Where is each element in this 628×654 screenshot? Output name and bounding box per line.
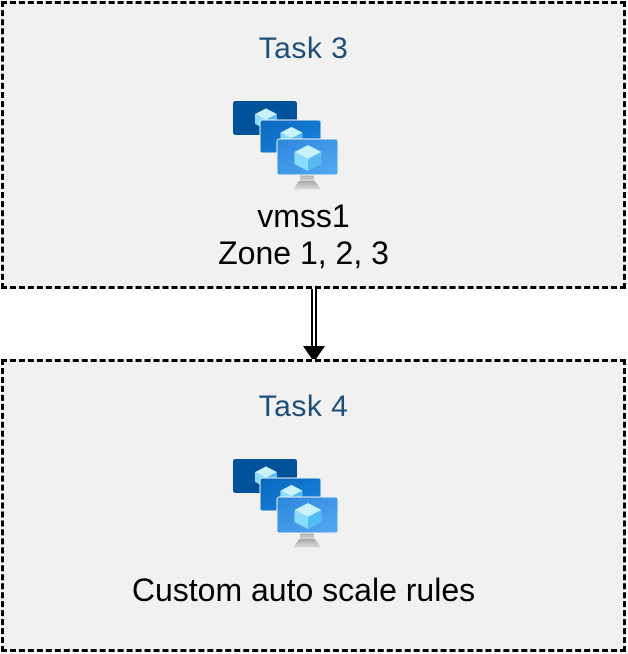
vmss-name-label: vmss1 (257, 198, 350, 234)
task4-labels: Custom auto scale rules (4, 572, 603, 609)
task3-labels: vmss1 Zone 1, 2, 3 (4, 198, 603, 272)
task4-title: Task 4 (258, 390, 349, 423)
zones-label: Zone 1, 2, 3 (218, 235, 389, 271)
task3-title: Task 3 (258, 32, 349, 65)
vm-scale-sets-icon-svg (233, 100, 339, 192)
task4-box: Task 4 Custom auto scale rules (1, 359, 626, 652)
task3-box: Task 3 vmss1 Zone 1, 2, 3 (1, 1, 626, 289)
task3-to-task4-arrow (303, 289, 325, 362)
vm-scale-sets-icon-svg (233, 458, 339, 550)
autoscale-label: Custom auto scale rules (131, 572, 476, 608)
vm-scale-sets-icon (233, 100, 339, 192)
vm-scale-sets-icon (233, 458, 339, 550)
